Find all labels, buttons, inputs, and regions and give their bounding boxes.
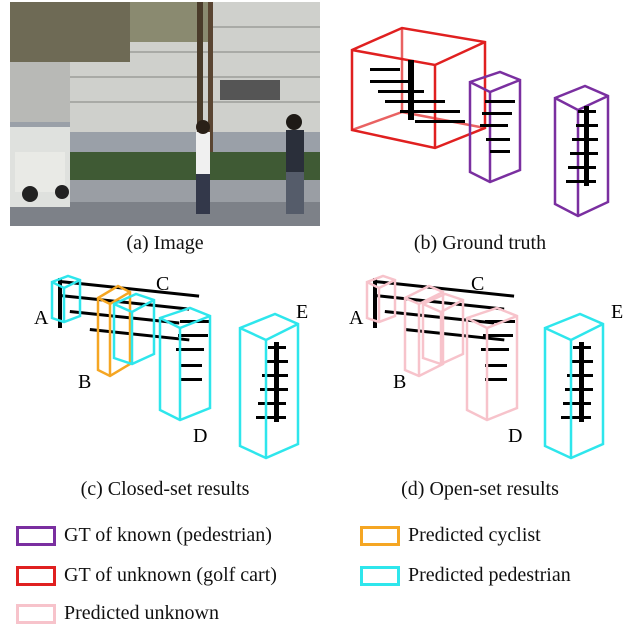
legend-label-predicted-unknown: Predicted unknown: [64, 602, 219, 624]
open-set-panel: A B C D E: [345, 268, 635, 468]
legend-swatch-predicted-cyclist: [360, 525, 400, 546]
legend-gt-unknown: GT of unknown (golf cart): [16, 564, 277, 587]
ground-truth-panel: [340, 20, 630, 230]
street-photo: [10, 2, 320, 226]
closed-set-pointcloud: A B C D E: [34, 273, 308, 460]
caption-image: (a) Image: [126, 232, 204, 254]
caption-ground-truth: (b) Ground truth: [413, 232, 547, 254]
open-box-label-d: D: [508, 425, 522, 447]
legend-label-gt-known: GT of known (pedestrian): [64, 524, 272, 546]
open-box-label-a: A: [349, 307, 364, 329]
legend-label-gt-unknown: GT of unknown (golf cart): [64, 564, 277, 586]
open-box-a-unknown: [365, 274, 397, 324]
open-box-d-unknown: [465, 306, 519, 422]
open-box-label-c: C: [471, 273, 484, 295]
open-box-c-unknown: [421, 292, 465, 366]
legend-swatch-predicted-unknown: [16, 603, 56, 624]
closed-box-label-a: A: [34, 307, 49, 329]
legend-label-predicted-cyclist: Predicted cyclist: [408, 524, 541, 546]
open-box-label-e: E: [611, 301, 623, 323]
open-box-e-pedestrian: [543, 312, 605, 460]
legend-swatch-gt-unknown: [16, 565, 56, 586]
closed-box-e-pedestrian: [238, 312, 300, 460]
closed-box-label-c: C: [156, 273, 169, 295]
closed-set-panel: A B C D E: [30, 268, 330, 468]
legend-swatch-predicted-pedestrian: [360, 565, 400, 586]
open-set-pointcloud: A B C D E: [349, 273, 623, 460]
closed-box-label-b: B: [78, 371, 91, 393]
legend-gt-known: GT of known (pedestrian): [16, 524, 272, 547]
caption-open-set: (d) Open-set results: [401, 478, 559, 500]
legend-swatch-gt-known: [16, 525, 56, 546]
gt-known-pedestrian-box-1: [468, 70, 522, 184]
closed-box-d-pedestrian: [158, 306, 212, 422]
closed-box-c-pedestrian: [112, 292, 156, 366]
closed-box-label-d: D: [193, 425, 207, 447]
legend-predicted-unknown: Predicted unknown: [16, 602, 219, 625]
legend-predicted-pedestrian: Predicted pedestrian: [360, 564, 571, 587]
closed-box-label-e: E: [296, 301, 308, 323]
legend-label-predicted-pedestrian: Predicted pedestrian: [408, 564, 571, 586]
legend-predicted-cyclist: Predicted cyclist: [360, 524, 541, 547]
caption-closed-set: (c) Closed-set results: [80, 478, 250, 500]
ground-truth-pointcloud: [350, 26, 610, 218]
open-box-label-b: B: [393, 371, 406, 393]
gt-unknown-golf-cart-box: [350, 26, 487, 150]
photo-panel: [10, 2, 320, 226]
closed-box-a-pedestrian: [50, 274, 82, 324]
gt-known-pedestrian-box-2: [553, 84, 610, 218]
